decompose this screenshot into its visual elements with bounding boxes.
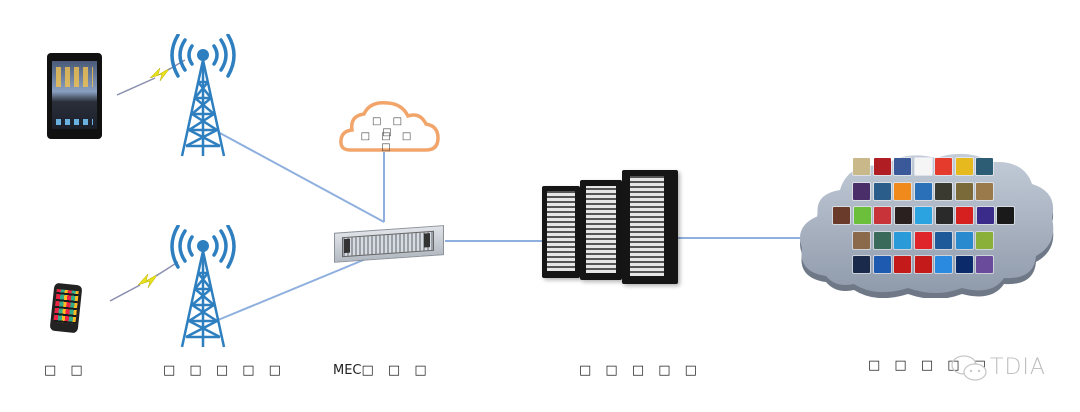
app-icon-game-2 [853,182,870,200]
server-rack-3 [622,170,678,284]
app-icon-yelp [894,256,911,273]
wechat-logo-icon [951,355,987,381]
app-icon-game-6 [976,207,994,224]
app-icon-theater [894,207,912,224]
core-datacenter-racks [542,168,682,288]
tablet-device [47,53,102,139]
app-icon-grid [833,158,1014,283]
app-icon-evernote [853,207,871,224]
app-icon-ap [935,207,953,224]
link-tower2-mec [217,253,379,321]
app-icon-game-5 [874,207,891,224]
mec-server-unit [334,219,444,263]
app-icon-game-8 [853,231,870,249]
mec-label-prefix: MEC [333,363,362,378]
app-icon-shazam [935,256,952,273]
app-icon-game-7 [997,207,1014,224]
server-rack-1 [542,186,580,278]
edge-cloud-label-line2: □ □ □ □ [360,131,416,153]
wireless-signal-phone [109,261,179,302]
app-icon-game-3 [935,182,952,200]
watermark-brand: TDIA [990,355,1046,380]
tablet-screen [52,61,97,129]
app-icon-camera [873,256,891,273]
app-icon-home [873,182,891,200]
app-icon-halo [853,256,870,273]
app-icon-os [914,231,932,249]
app-icon-movie [833,207,850,224]
app-icon-imdb [955,158,973,175]
app-icon-gnome [935,231,952,249]
app-icon-whatsapp [873,231,891,249]
app-icon-game-1 [976,158,993,175]
app-icon-game-4 [976,182,993,200]
internet-apps-label: □ □ □ □ □ [868,358,991,373]
app-icon-blue-game [955,256,973,273]
core-datacenter-label: □ □ □ □ □ [579,363,702,378]
server-rack-2 [580,180,622,280]
app-icon-loopt [955,231,973,249]
base-station-tower-2 [170,225,236,348]
app-icon-facebook [894,158,911,175]
smartphone-device [49,282,83,334]
app-icon-game-10 [976,256,993,273]
base-stations-label: □ □ □ □ □ [163,363,286,378]
app-icon-ebay [914,158,932,175]
app-icon-game-9 [976,231,993,249]
link-tower1-mec [217,131,385,223]
app-icon-twitter [915,207,932,224]
terminals-label: □ □ [44,363,88,378]
base-station-tower-1 [170,34,236,157]
app-icon-video [894,182,911,200]
app-icon-adobe-reader [956,207,973,224]
mec-server-label: MEC□ □ □ [333,363,432,378]
phone-screen [53,288,79,325]
app-icon-youtube [914,256,932,273]
edge-cloud-icon [339,100,440,152]
app-icon-foursquare [894,231,911,249]
edge-cloud-label-line1: □ □ □ [371,116,407,138]
app-icon-fruit [955,182,973,200]
app-icon-fandango [935,158,952,175]
mec-label-suffix: □ □ □ [361,363,432,378]
app-icon-monopoly [853,158,870,175]
app-icon-netflix [873,158,891,175]
app-icon-popcorn [914,182,932,200]
